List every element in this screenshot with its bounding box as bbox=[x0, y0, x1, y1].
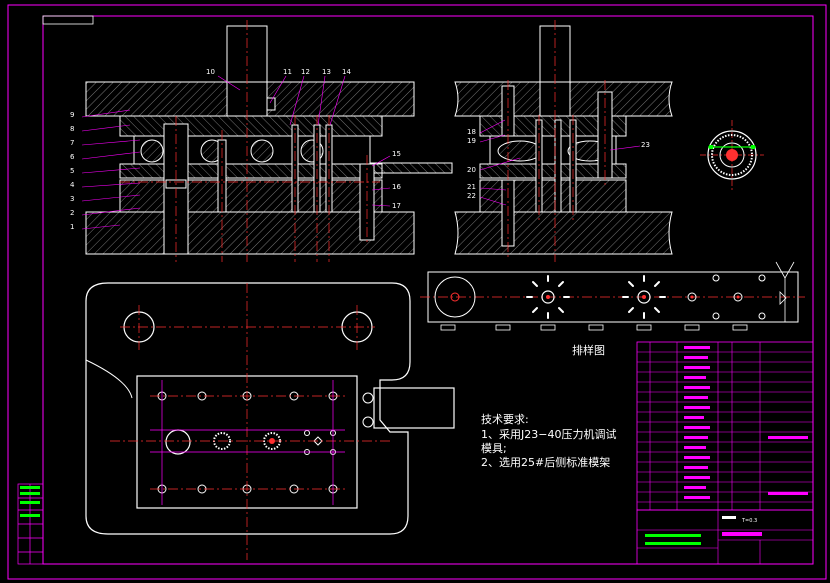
part-number: 1 bbox=[70, 223, 74, 231]
outer-frame bbox=[7, 4, 827, 580]
side-centerlines bbox=[507, 20, 606, 262]
part-number: 12 bbox=[301, 68, 310, 76]
part-number: 5 bbox=[70, 167, 74, 175]
side-leaders bbox=[479, 119, 641, 206]
part-number: 19 bbox=[467, 137, 476, 145]
part-number: 11 bbox=[283, 68, 292, 76]
front-section-view bbox=[85, 25, 453, 255]
front-centerlines bbox=[120, 20, 380, 262]
plan-centerlines bbox=[110, 283, 390, 560]
part-number: 22 bbox=[467, 192, 476, 200]
notes-line: 模具; bbox=[481, 442, 507, 455]
part-number: 6 bbox=[70, 153, 75, 161]
notes-line: 2、选用25#后侧标准模架 bbox=[481, 455, 610, 469]
parts-list-table bbox=[636, 341, 814, 511]
notes-line: 1、采用J23−40压力机调试 bbox=[481, 427, 616, 441]
part-number: 20 bbox=[467, 166, 476, 174]
part-number: 7 bbox=[70, 139, 74, 147]
part-number: 17 bbox=[392, 202, 401, 210]
part-number: 13 bbox=[322, 68, 331, 76]
binding-margin-table bbox=[17, 483, 44, 565]
part-detail-view bbox=[700, 120, 764, 190]
front-part-numbers-left: 9 8 7 6 5 4 3 2 1 bbox=[70, 111, 75, 231]
part-number: 2 bbox=[70, 209, 74, 217]
part-number: 23 bbox=[641, 141, 650, 149]
front-leaders bbox=[81, 75, 391, 230]
part-number: 14 bbox=[342, 68, 351, 76]
part-number: 9 bbox=[70, 111, 74, 119]
part-number: 8 bbox=[70, 125, 74, 133]
plan-magenta-lines bbox=[150, 380, 345, 505]
part-number: 21 bbox=[467, 183, 476, 191]
notes-heading: 技术要求: bbox=[481, 413, 529, 426]
part-number: 18 bbox=[467, 128, 476, 136]
front-part-numbers-top: 10 11 12 13 14 bbox=[206, 68, 351, 76]
strip-layout-view: 排样图 bbox=[420, 261, 805, 357]
part-number: 3 bbox=[70, 195, 74, 203]
technical-notes: 技术要求: 1、采用J23−40压力机调试 模具; 2、选用25#后侧标准模架 bbox=[481, 413, 616, 469]
part-number: 10 bbox=[206, 68, 215, 76]
title-block: T=0.3 bbox=[636, 509, 814, 565]
part-number: 15 bbox=[392, 150, 401, 158]
part-number: 16 bbox=[392, 183, 401, 191]
frame-tab bbox=[42, 15, 94, 25]
inner-frame bbox=[42, 15, 814, 565]
front-part-numbers-right: 15 16 17 bbox=[392, 150, 401, 210]
part-number: 4 bbox=[70, 181, 75, 189]
strip-layout-label: 排样图 bbox=[572, 343, 605, 357]
plan-view bbox=[85, 282, 455, 535]
thickness-label: T=0.3 bbox=[741, 518, 757, 524]
side-part-numbers: 18 19 20 21 22 23 bbox=[467, 128, 650, 200]
